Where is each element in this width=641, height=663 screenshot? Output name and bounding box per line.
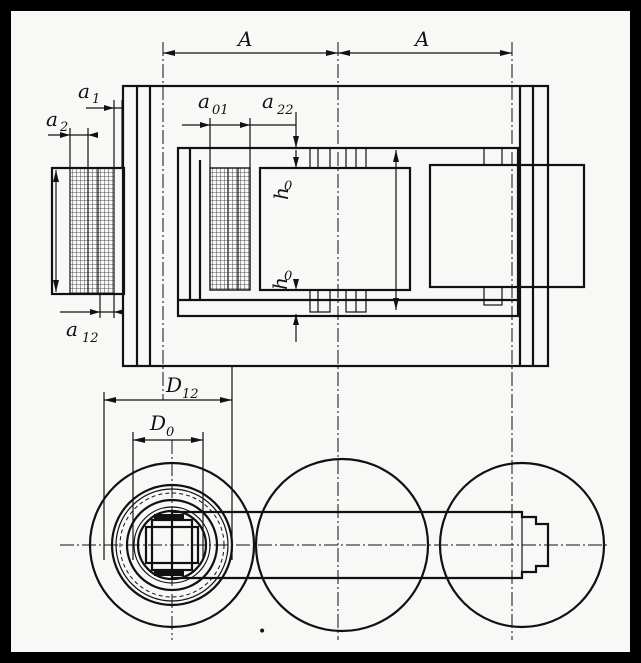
a1-symbol: a: [78, 79, 90, 103]
h0-bottom-symbol: h: [268, 277, 292, 290]
a01-symbol: a: [198, 89, 210, 113]
dim-h0-top: [293, 150, 299, 168]
right-limb: [428, 147, 586, 306]
a12-subscript: 12: [82, 331, 99, 346]
dim-a22: [258, 112, 299, 148]
centre-limb: [258, 147, 412, 313]
left-leg: [50, 166, 126, 296]
d12-subscript: 12: [182, 387, 199, 402]
dim-h0-bottom: [280, 279, 300, 342]
a2-subscript: 2: [59, 120, 68, 135]
a12-symbol: a: [66, 317, 78, 341]
h0-top-symbol: h: [269, 187, 293, 200]
a01-subscript: 01: [212, 103, 229, 118]
dim-a-left-label: A: [236, 27, 252, 51]
d0-subscript: 0: [166, 425, 174, 440]
a1-subscript: 1: [92, 92, 100, 107]
plan-view: [88, 440, 606, 640]
center-lines: [60, 42, 610, 640]
d0-symbol: D: [149, 411, 166, 435]
dim-window-height: [393, 150, 399, 310]
dim-d0: [132, 432, 204, 560]
d12-symbol: D: [165, 373, 182, 397]
stray-mark: •: [258, 624, 266, 640]
dim-leg-height: [53, 170, 59, 292]
dim-a12: [60, 294, 124, 318]
a22-subscript: 22: [276, 103, 294, 118]
a2-symbol: a: [46, 107, 58, 131]
inner-winding: [198, 160, 251, 300]
dim-a: [163, 50, 512, 56]
dim-a1: [86, 100, 123, 168]
core-outline: [121, 84, 550, 368]
dim-a01: [182, 118, 258, 168]
dim-a2: [48, 128, 98, 168]
dim-a-right-label: A: [413, 27, 429, 51]
dim-d12: [103, 366, 233, 560]
h0-bottom-subscript: 0: [284, 269, 292, 284]
h0-top-subscript: 0: [284, 179, 292, 194]
a22-symbol: a: [262, 89, 274, 113]
